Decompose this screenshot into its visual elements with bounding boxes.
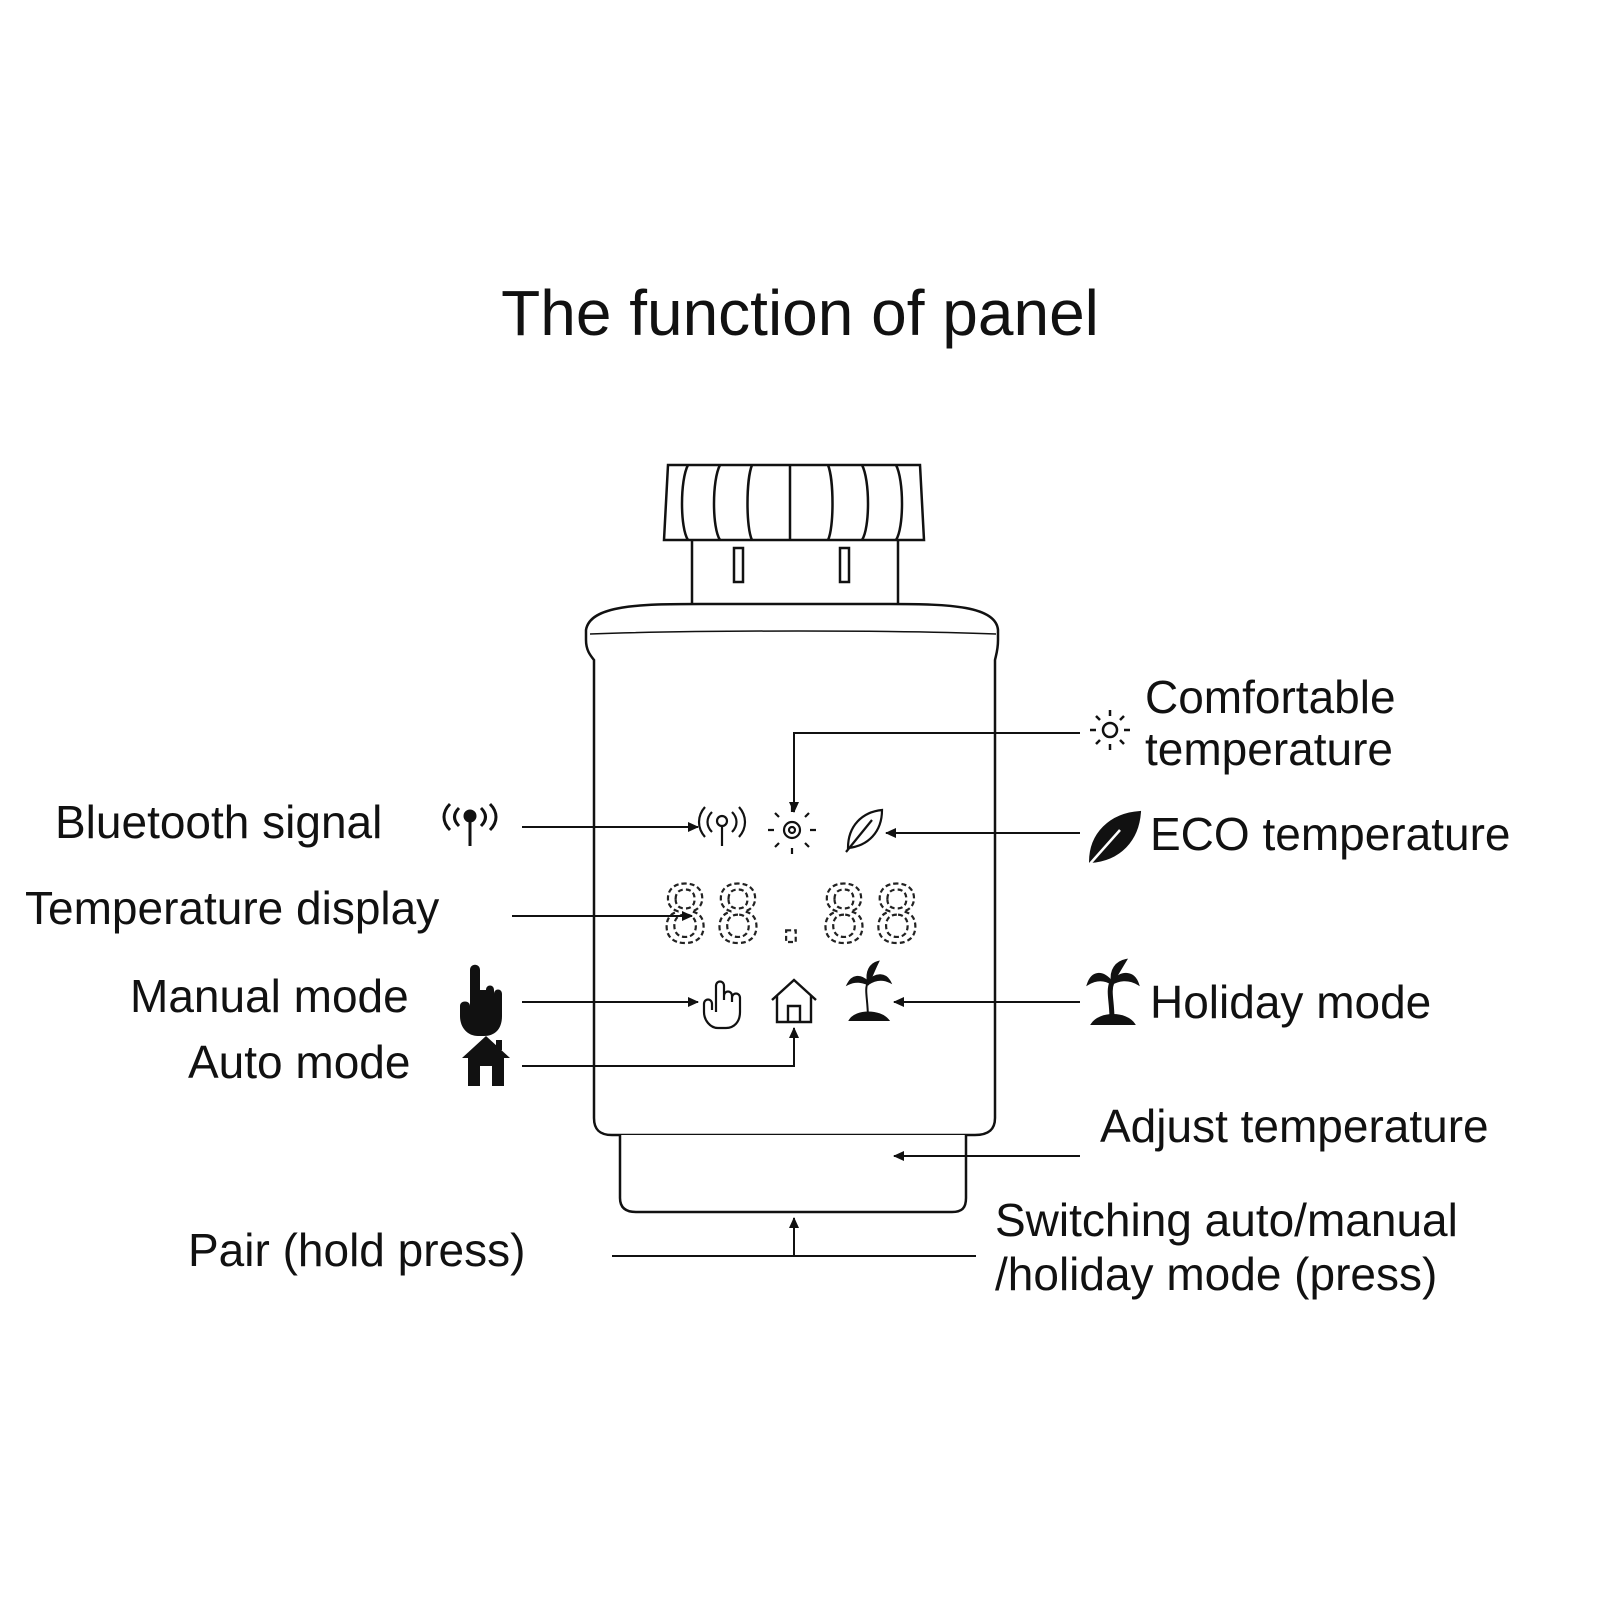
label-icon-palm-island — [1086, 958, 1140, 1025]
label-icon-house — [462, 1036, 510, 1086]
temperature-display-digits: 88.88 — [662, 871, 927, 961]
leader-auto — [522, 1027, 799, 1067]
house-icon — [771, 978, 817, 1024]
label-icon-leaf — [1087, 810, 1142, 867]
label-temperature-display: Temperature display — [25, 882, 439, 934]
label-pair: Pair (hold press) — [188, 1224, 525, 1276]
label-holiday: Holiday mode — [1150, 976, 1431, 1028]
signal-tower-icon — [697, 806, 747, 846]
label-icon-signal-tower — [442, 802, 498, 846]
label-eco: ECO temperature — [1150, 808, 1510, 860]
label-comfortable-line2: temperature — [1145, 723, 1393, 775]
label-switching-line2: /holiday mode (press) — [995, 1248, 1437, 1300]
label-bluetooth: Bluetooth signal — [55, 796, 382, 848]
leader-lines — [512, 732, 1080, 1257]
leaf-icon — [845, 808, 884, 853]
label-icon-comfort — [1090, 710, 1130, 750]
label-comfortable-line1: Comfortable — [1145, 671, 1396, 723]
hand-pointer-icon — [702, 980, 742, 1030]
device-body — [584, 602, 1000, 1137]
label-auto: Auto mode — [188, 1036, 410, 1088]
label-manual: Manual mode — [130, 970, 409, 1022]
device-neck — [690, 540, 900, 604]
knurled-cap — [662, 463, 926, 542]
label-switching-line1: Switching auto/manual — [995, 1194, 1458, 1246]
diagram-title: The function of panel — [501, 277, 1099, 349]
label-adjust: Adjust temperature — [1100, 1100, 1489, 1152]
adjust-ring — [618, 1135, 968, 1214]
label-icon-hand-pointer — [460, 964, 502, 1036]
palm-island-icon — [845, 960, 893, 1021]
leader-comfortable — [789, 732, 1080, 813]
